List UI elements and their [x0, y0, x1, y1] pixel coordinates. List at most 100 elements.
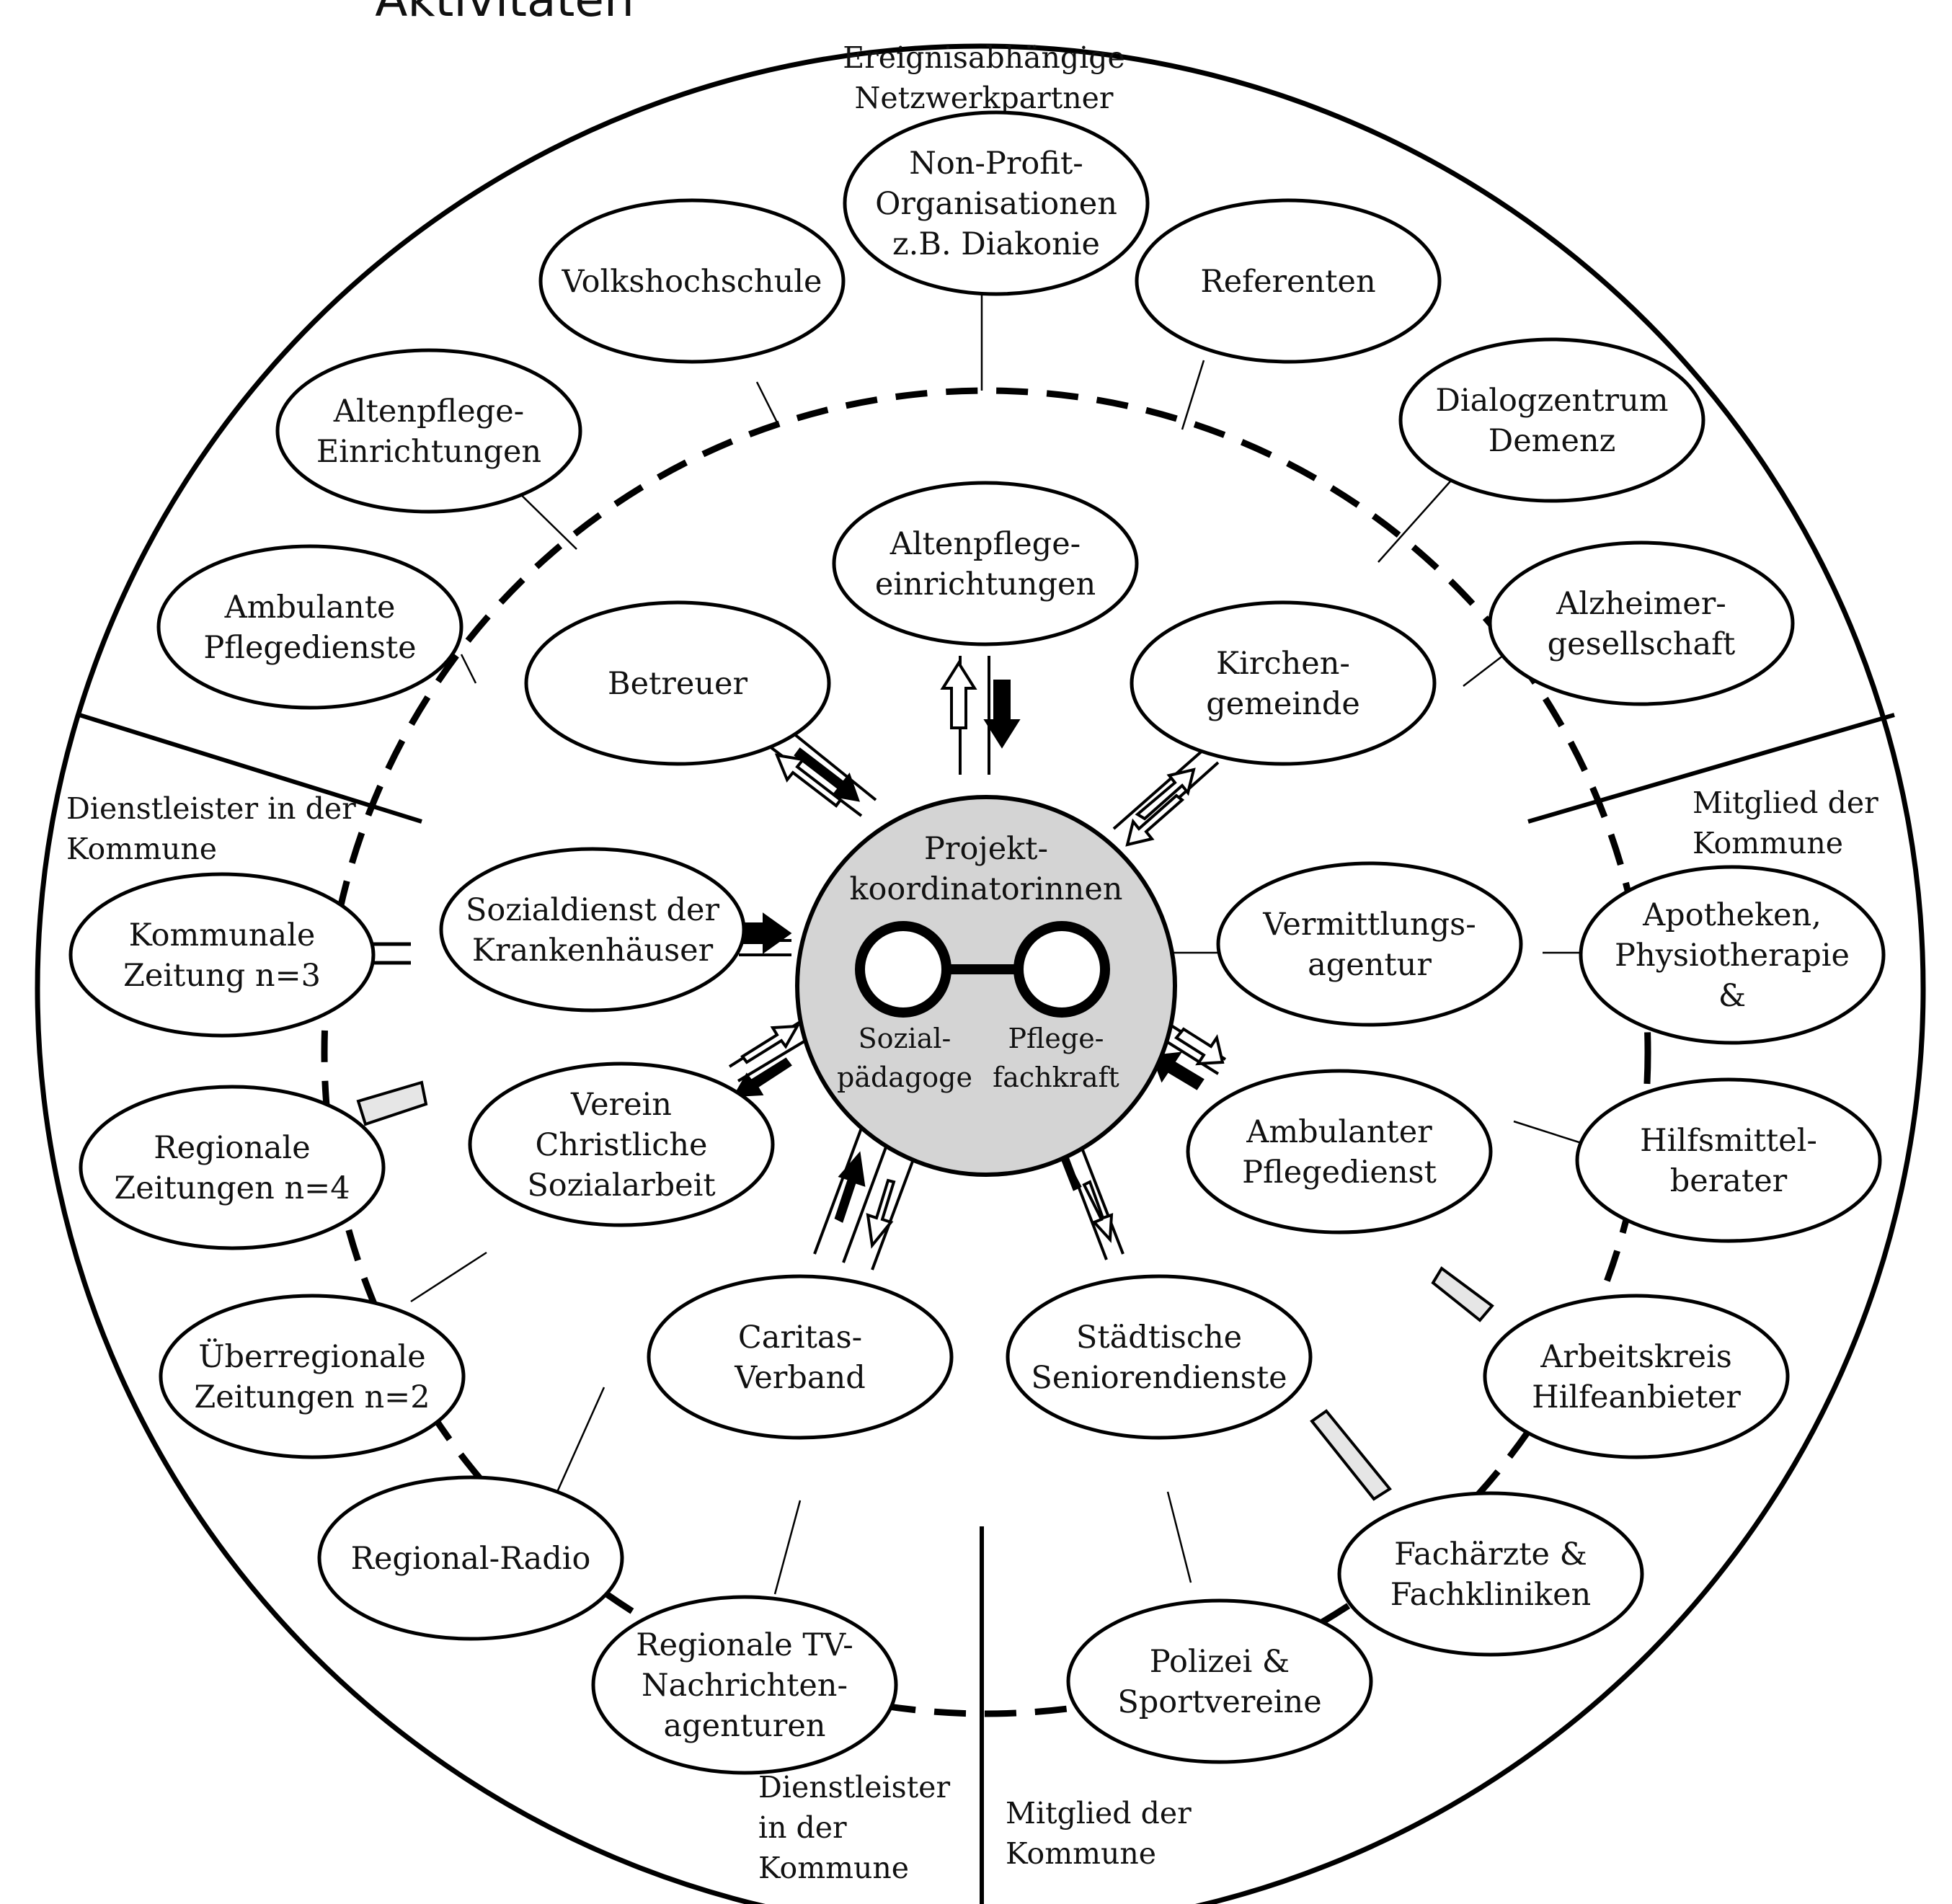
outer-ring [35, 43, 1926, 1904]
inner-node-vermittlungsagentur-label-line: Vermittlungs- [1262, 907, 1476, 943]
outer-node-dialogzentrum-demenz-ellipse [1398, 337, 1705, 503]
outer-node-arbeitskreis-hilfeanbieter-ellipse [1483, 1294, 1790, 1459]
inner-node-caritas-verband-label-line: Verband [734, 1360, 866, 1396]
svg-text:in der: in der [758, 1810, 847, 1845]
sector-label-bottom-left: Dienstleister in der Kommune [758, 1770, 950, 1885]
outer-node-altenpflege-einrichtungen-label-line: Einrichtungen [316, 434, 541, 470]
outer-node-ueberregionale-zeitungen-ellipse [159, 1294, 466, 1459]
hub-arrows [728, 656, 1227, 1271]
outer-node-apotheken-physiotherapie-label-line: Physiotherapie [1615, 938, 1850, 974]
sector-label-bottom-right: Mitglied der Kommune [1006, 1796, 1192, 1871]
outer-node-alzheimergesellschaft-label-line: gesellschaft [1548, 626, 1736, 662]
outer-node-fachaerzte-fachkliniken-label-line: Fachärzte & [1394, 1536, 1587, 1572]
inner-node-verein-christliche-sozialarbeit-label-line: Sozialarbeit [527, 1167, 715, 1204]
double-connector-kommunale-zeitung [369, 942, 411, 965]
inner-node-sozialdienst-krankenhaeuser-label-line: Sozialdienst der [466, 892, 720, 928]
inner-node-staedtische-seniorendienste-label-line: Städtische [1076, 1320, 1242, 1356]
outer-node-fachaerzte-fachkliniken: Fachärzte & Fachkliniken [1337, 1491, 1644, 1657]
inner-node-betreuer-label-line: Betreuer [608, 666, 747, 702]
outer-node-alzheimergesellschaft: Alzheimer-gesellschaft [1488, 540, 1795, 706]
hub-role-right-line1: Pflege- [1008, 1023, 1104, 1054]
outer-node-non-profit-organisationen-label-line: Organisationen [875, 186, 1117, 222]
sector-label-left: Dienstleister in der Kommune [66, 791, 356, 866]
outer-node-regionale-tv-nachrichtenagenturen-label-line: agenturen [664, 1708, 826, 1744]
svg-text:Dienstleister in der: Dienstleister in der [66, 791, 356, 826]
inner-node-staedtische-seniorendienste-label-line: Seniorendienste [1031, 1360, 1287, 1396]
outer-node-apotheken-physiotherapie: Apotheken,Physiotherapie& [1579, 865, 1886, 1045]
inner-node-vermittlungsagentur-ellipse [1216, 861, 1523, 1027]
outer-node-kommunale-zeitung-ellipse [68, 872, 376, 1038]
outer-node-fachaerzte-fachkliniken-ellipse [1337, 1491, 1644, 1657]
glasses-icon [855, 921, 1110, 1018]
outer-node-regional-radio-label-line: Regional-Radio [351, 1541, 591, 1577]
svg-text:Kommune: Kommune [1693, 826, 1843, 860]
outer-node-apotheken-physiotherapie-ellipse [1579, 865, 1886, 1045]
inner-node-kirchengemeinde-ellipse [1130, 600, 1437, 766]
inner-node-caritas-verband-ellipse [647, 1274, 954, 1440]
outer-node-referenten-label-line: Referenten [1200, 264, 1375, 300]
outer-node-hilfsmittelberater-label-line: berater [1670, 1163, 1788, 1199]
center-hub: Projekt- koordinatorinnen Sozial- pädago… [795, 795, 1177, 1177]
outer-node-altenpflege-einrichtungen-label-line: Altenpflege- [333, 393, 524, 430]
center-hub-circle [795, 795, 1177, 1177]
inner-node-altenpflegeeinrichtungen-label-line: Altenpflege- [890, 526, 1081, 562]
outer-node-regional-radio-ellipse [317, 1475, 624, 1641]
bar-connectors [356, 1080, 1494, 1501]
inner-node-vermittlungsagentur: Vermittlungs-agentur [1216, 861, 1523, 1027]
outer-node-regionale-zeitungen-label-line: Zeitungen n=4 [114, 1170, 350, 1206]
outer-node-regionale-zeitungen-label-line: Regionale [154, 1130, 311, 1166]
outer-node-polizei-sportvereine-ellipse [1066, 1598, 1373, 1764]
inner-node-caritas-verband: Caritas- Verband [647, 1274, 954, 1440]
outer-node-hilfsmittelberater-label-line: Hilfsmittel- [1640, 1123, 1817, 1159]
outer-node-polizei-sportvereine-label-line: Polizei & [1150, 1644, 1290, 1680]
outer-node-volkshochschule-ellipse [538, 198, 846, 364]
outer-node-regionale-zeitungen-ellipse [79, 1085, 386, 1250]
outer-connectors [410, 294, 1587, 1595]
outer-node-ueberregionale-zeitungen-label-line: Überregionale [198, 1338, 425, 1375]
outer-node-fachaerzte-fachkliniken-label-line: Fachkliniken [1390, 1577, 1592, 1613]
outer-node-alzheimergesellschaft-ellipse [1488, 540, 1795, 706]
inner-node-altenpflegeeinrichtungen-ellipse [832, 481, 1139, 646]
outer-node-regionale-tv-nachrichtenagenturen-label-line: Regionale TV- [636, 1627, 853, 1663]
outer-node-regionale-tv-nachrichtenagenturen: Regionale TV- Nachrichten-agenturen [591, 1595, 898, 1775]
sector-label-top: Ereignisabhängige Netzwerkpartner [843, 40, 1125, 115]
outer-node-dialogzentrum-demenz-label-line: Dialogzentrum [1435, 383, 1668, 419]
inner-node-staedtische-seniorendienste-ellipse [1006, 1274, 1313, 1440]
inner-node-caritas-verband-label-line: Caritas- [738, 1320, 862, 1356]
inner-node-kirchengemeinde-label-line: gemeinde [1206, 686, 1360, 722]
outer-node-kommunale-zeitung-label-line: Zeitung n=3 [123, 958, 321, 994]
hub-title-line2: koordinatorinnen [849, 871, 1122, 907]
inner-node-verein-christliche-sozialarbeit-label-line: Christliche [536, 1127, 708, 1163]
outer-node-ambulante-pflegedienste-ellipse [156, 544, 463, 710]
outer-node-arbeitskreis-hilfeanbieter-label-line: Arbeitskreis [1540, 1339, 1732, 1375]
svg-text:Mitglied der: Mitglied der [1693, 786, 1878, 820]
svg-text:Kommune: Kommune [758, 1851, 909, 1885]
svg-text:Netzwerkpartner: Netzwerkpartner [854, 81, 1113, 115]
outer-node-regionale-tv-nachrichtenagenturen-label-line: Nachrichten- [642, 1668, 848, 1704]
inner-node-ambulanter-pflegedienst-label-line: Pflegedienst [1242, 1155, 1437, 1191]
inner-node-betreuer-ellipse [524, 600, 831, 766]
svg-text:Ereignisabhängige: Ereignisabhängige [843, 40, 1125, 75]
outer-node-ueberregionale-zeitungen-label-line: Zeitungen n=2 [194, 1379, 430, 1415]
svg-text:Kommune: Kommune [1006, 1836, 1156, 1871]
outer-node-kommunale-zeitung-label-line: Kommunale [129, 917, 316, 953]
outer-node-volkshochschule: Volkshochschule [538, 198, 846, 364]
outer-node-alzheimergesellschaft-label-line: Alzheimer- [1556, 586, 1726, 622]
inner-node-sozialdienst-krankenhaeuser-ellipse [439, 847, 746, 1013]
hub-title-line1: Projekt- [924, 831, 1048, 867]
inner-node-verein-christliche-sozialarbeit-label-line: Verein [570, 1087, 672, 1123]
inner-node-kirchengemeinde: Kirchen-gemeinde [1130, 600, 1437, 766]
outer-node-non-profit-organisationen-label-line: z.B. Diakonie [892, 226, 1100, 262]
outer-node-altenpflege-einrichtungen: Altenpflege- Einrichtungen [275, 348, 582, 514]
hub-role-right-line2: fachkraft [993, 1062, 1119, 1093]
outer-node-arbeitskreis-hilfeanbieter-label-line: Hilfeanbieter [1532, 1379, 1741, 1415]
